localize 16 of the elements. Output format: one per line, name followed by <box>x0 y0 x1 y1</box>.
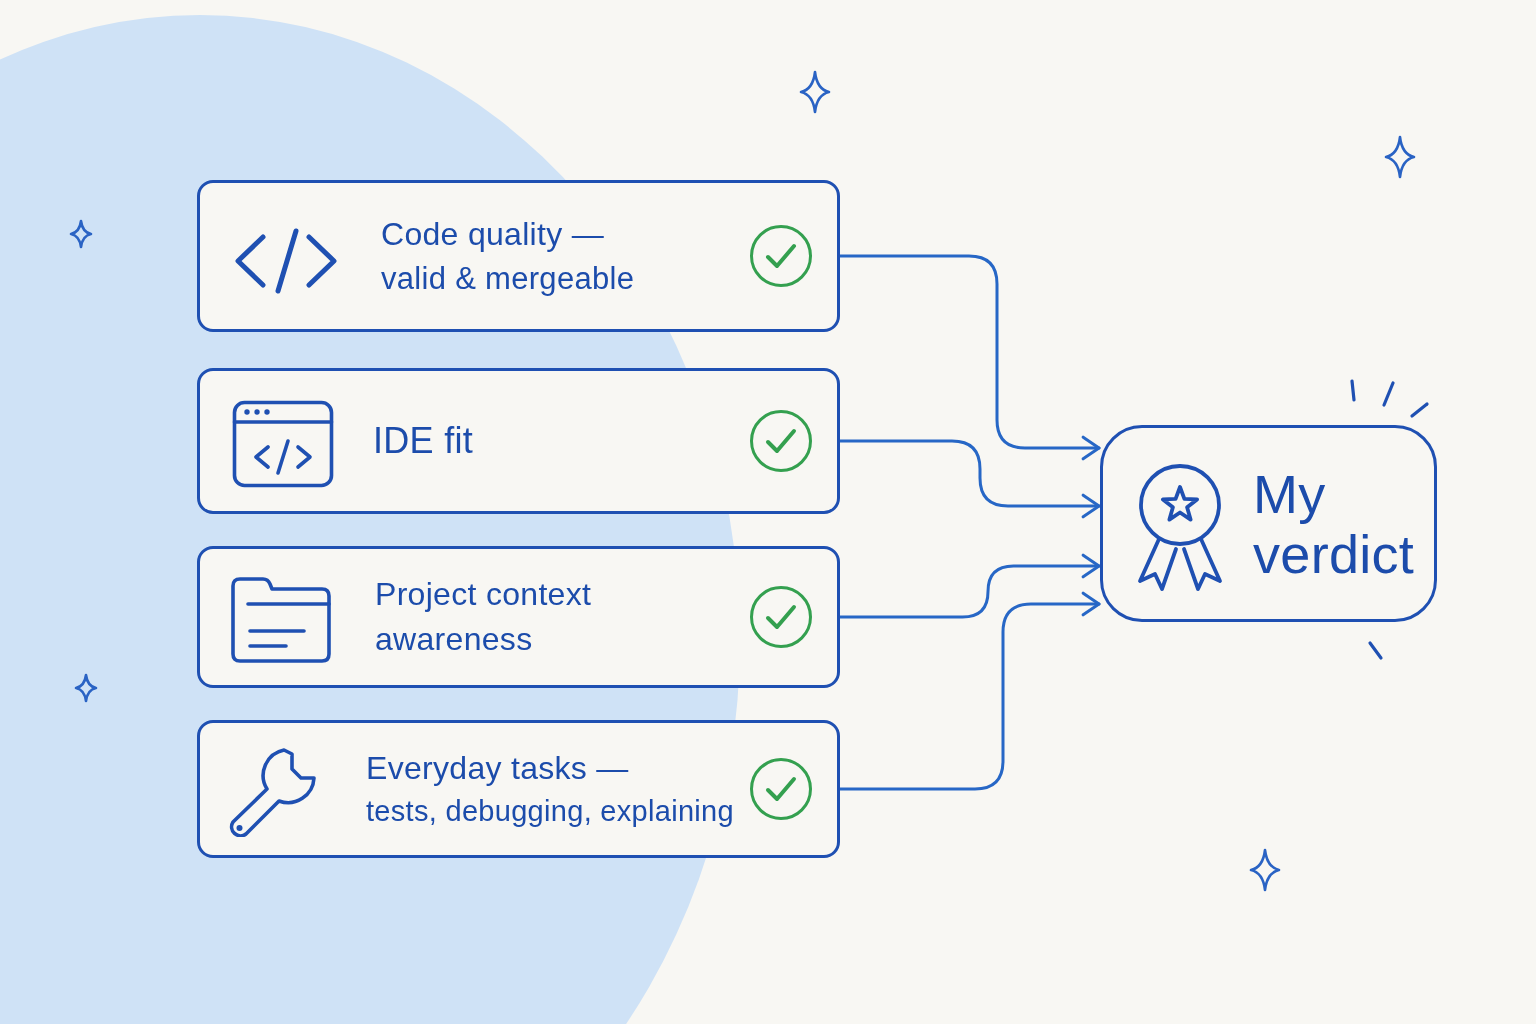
card-title: Project context awareness <box>375 575 593 659</box>
criterion-card <box>197 546 840 688</box>
card-description: tests, debugging, explaining <box>366 794 735 829</box>
verdict-card <box>1100 425 1437 622</box>
verdict-text: My verdict <box>1253 463 1416 584</box>
criterion-card <box>197 368 840 514</box>
criterion-card <box>197 180 840 332</box>
criterion-card <box>197 720 840 858</box>
card-description: valid & mergeable <box>381 260 636 298</box>
connector-arrow <box>838 439 1101 519</box>
connector-arrow <box>838 553 1101 619</box>
card-title: IDE fit <box>373 419 475 463</box>
card-title: Everyday tasks — <box>366 749 630 788</box>
connector-arrow <box>838 254 1101 461</box>
card-title: Code quality — <box>381 215 605 254</box>
connector-arrow <box>838 591 1101 791</box>
